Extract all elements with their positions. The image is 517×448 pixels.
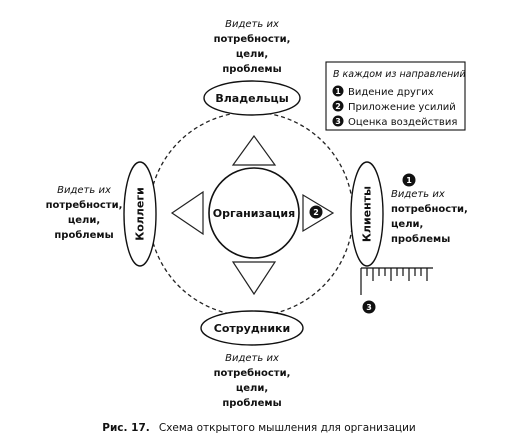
- svg-text:цели,: цели,: [236, 49, 268, 60]
- node-clients-label: Клиенты: [361, 186, 374, 242]
- svg-text:3: 3: [366, 303, 372, 312]
- svg-text:1: 1: [406, 176, 412, 185]
- svg-text:Видеть их: Видеть их: [391, 189, 445, 200]
- caption-text: Схема открытого мышления для организации: [159, 422, 416, 434]
- legend-item-3: 3 Оценка воздействия: [332, 115, 457, 128]
- marker-1-badge: 1: [402, 173, 416, 187]
- legend-title: В каждом из направлений: [333, 69, 466, 80]
- node-owners-ellipse: [203, 80, 301, 116]
- ruler-icon: [360, 267, 433, 295]
- svg-text:Оценка воздействия: Оценка воздействия: [348, 117, 457, 128]
- svg-text:1: 1: [335, 87, 341, 96]
- svg-text:цели,: цели,: [236, 383, 268, 394]
- marker-3-badge: 3: [362, 300, 376, 314]
- triangle-left-arrow: [170, 190, 204, 236]
- svg-text:потребности,: потребности,: [391, 203, 468, 215]
- annotation-bottom: Видеть их потребности, цели, проблемы: [214, 353, 291, 409]
- svg-text:Видение других: Видение других: [348, 87, 434, 98]
- svg-text:проблемы: проблемы: [222, 397, 281, 409]
- node-colleagues-ellipse: [123, 161, 157, 267]
- svg-text:Видеть их: Видеть их: [57, 185, 111, 196]
- node-owners-label: Владельцы: [215, 92, 288, 105]
- svg-text:Приложение усилий: Приложение усилий: [348, 102, 456, 113]
- svg-text:потребности,: потребности,: [46, 199, 123, 211]
- annotation-left: Видеть их потребности, цели, проблемы: [46, 185, 123, 241]
- svg-text:Видеть их: Видеть их: [225, 353, 279, 364]
- legend-box: [325, 61, 466, 131]
- triangle-down-arrow: [231, 261, 277, 296]
- node-colleagues-label: Коллеги: [134, 187, 147, 241]
- svg-text:проблемы: проблемы: [391, 233, 450, 245]
- legend-item-1: 1 Видение других: [332, 85, 434, 98]
- caption-prefix: Рис. 17.: [102, 422, 150, 434]
- annotation-right: Видеть их потребности, цели, проблемы: [391, 189, 468, 245]
- node-employees-label: Сотрудники: [214, 322, 290, 335]
- organization-circle: [208, 167, 300, 259]
- svg-text:цели,: цели,: [391, 219, 423, 230]
- node-clients-ellipse: [350, 161, 384, 267]
- marker-2-badge: 2: [309, 205, 323, 219]
- svg-text:потребности,: потребности,: [214, 33, 291, 45]
- svg-text:проблемы: проблемы: [54, 229, 113, 241]
- organization-label: Организация: [213, 207, 295, 220]
- node-employees-ellipse: [200, 310, 304, 346]
- legend-item-2: 2 Приложение усилий: [332, 100, 456, 113]
- svg-text:цели,: цели,: [68, 215, 100, 226]
- svg-text:Видеть их: Видеть их: [225, 19, 279, 30]
- svg-text:2: 2: [313, 208, 319, 217]
- triangle-up-arrow: [231, 134, 277, 166]
- svg-text:проблемы: проблемы: [222, 63, 281, 75]
- figure-caption: Рис. 17. Схема открытого мышления для ор…: [102, 416, 415, 435]
- svg-text:2: 2: [335, 102, 341, 111]
- annotation-top: Видеть их потребности, цели, проблемы: [214, 19, 291, 75]
- svg-text:3: 3: [335, 117, 341, 126]
- svg-text:потребности,: потребности,: [214, 367, 291, 379]
